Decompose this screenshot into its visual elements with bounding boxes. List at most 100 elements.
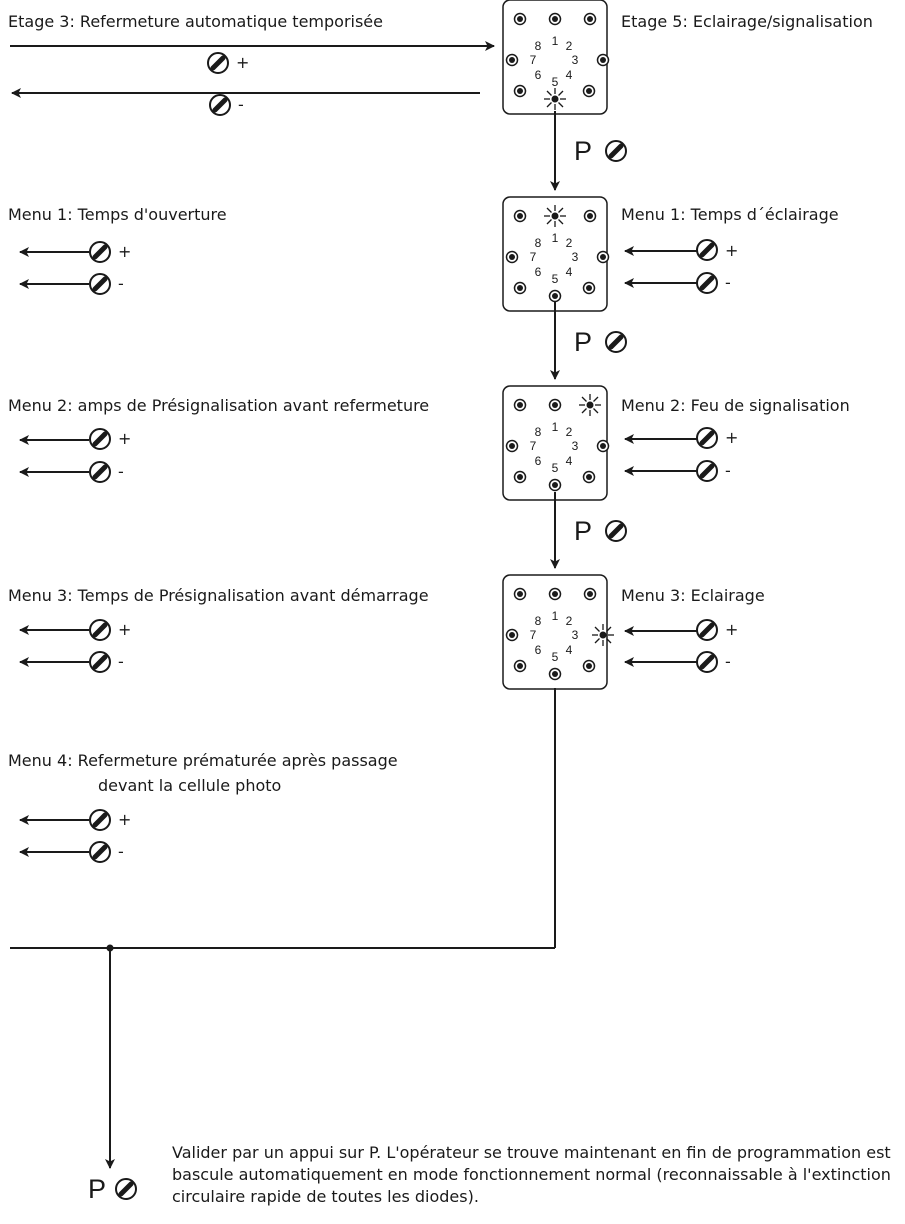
led-number: 8 <box>535 425 542 439</box>
left-menu2-title: Menu 2: amps de Présignalisation avant r… <box>8 396 430 415</box>
left-menu3-minus-button-icon[interactable] <box>90 652 110 672</box>
led-number: 4 <box>566 454 573 468</box>
led-number: 2 <box>566 236 573 250</box>
led-icon <box>513 587 527 601</box>
right-menu1-minus-sign: - <box>725 273 731 292</box>
final-p-key-label: P <box>88 1174 107 1204</box>
led-number: 6 <box>535 68 542 82</box>
led-number: 1 <box>552 34 559 48</box>
led-number: 2 <box>566 39 573 53</box>
led-number: 5 <box>552 650 559 664</box>
left-menu1-plus-button-icon[interactable] <box>90 242 110 262</box>
led-number: 3 <box>572 439 579 453</box>
right-menu2-title: Menu 2: Feu de signalisation <box>621 396 850 415</box>
stage3-minus-button-icon[interactable] <box>210 95 230 115</box>
led-number: 4 <box>566 68 573 82</box>
p-button-icon-2[interactable] <box>606 332 626 352</box>
led-number: 6 <box>535 643 542 657</box>
led-number: 3 <box>572 250 579 264</box>
left-menu3-title: Menu 3: Temps de Présignalisation avant … <box>8 586 429 605</box>
left-menu4-title-line2: devant la cellule photo <box>98 776 282 795</box>
left-menu4-minus-sign: - <box>118 842 124 861</box>
led-number: 8 <box>535 39 542 53</box>
left-menu3-plus-button-icon[interactable] <box>90 620 110 640</box>
led-icon <box>513 470 527 484</box>
left-menu3-plus-sign: + <box>118 620 132 639</box>
right-menu1-minus-button-icon[interactable] <box>697 273 717 293</box>
led-number: 2 <box>566 614 573 628</box>
left-menu1-minus-button-icon[interactable] <box>90 274 110 294</box>
led-active-icon <box>543 204 567 228</box>
left-menu3-minus-sign: - <box>118 652 124 671</box>
led-icon <box>548 587 562 601</box>
led-icon <box>583 587 597 601</box>
led-icon <box>582 84 596 98</box>
p-button-icon-3[interactable] <box>606 521 626 541</box>
final-instruction-text: Valider par un appui sur P. L'opérateur … <box>172 1143 891 1206</box>
right-menu3-plus-button-icon[interactable] <box>697 620 717 640</box>
stage3-minus-sign: - <box>238 95 244 114</box>
right-menu3-minus-sign: - <box>725 652 731 671</box>
left-menu1-plus-sign: + <box>118 242 132 261</box>
p-key-label-1: P <box>574 136 593 166</box>
led-number: 1 <box>552 609 559 623</box>
led-number: 7 <box>530 250 537 264</box>
led-icon <box>548 478 562 492</box>
left-menu2-minus-button-icon[interactable] <box>90 462 110 482</box>
led-active-icon <box>578 393 602 417</box>
right-menu3-plus-sign: + <box>725 620 739 639</box>
left-menu4-plus-button-icon[interactable] <box>90 810 110 830</box>
stage3-plus-button-icon[interactable] <box>208 53 228 73</box>
right-menu3-minus-button-icon[interactable] <box>697 652 717 672</box>
led-number: 8 <box>535 614 542 628</box>
led-icon <box>583 209 597 223</box>
led-number: 8 <box>535 236 542 250</box>
led-number: 5 <box>552 461 559 475</box>
led-icon <box>583 12 597 26</box>
led-icon <box>596 439 610 453</box>
led-icon <box>582 659 596 673</box>
led-number: 6 <box>535 265 542 279</box>
led-icon <box>548 667 562 681</box>
led-icon <box>513 281 527 295</box>
led-icon <box>505 53 519 67</box>
stage5-title: Etage 5: Eclairage/signalisation <box>621 12 873 31</box>
led-icon <box>596 250 610 264</box>
led-number: 4 <box>566 265 573 279</box>
led-number: 7 <box>530 439 537 453</box>
left-menu4-plus-sign: + <box>118 810 132 829</box>
right-menu2-plus-button-icon[interactable] <box>697 428 717 448</box>
right-menu3-title: Menu 3: Eclairage <box>621 586 765 605</box>
led-icon <box>505 250 519 264</box>
led-icon <box>513 84 527 98</box>
left-menu4-title: Menu 4: Refermeture prématurée après pas… <box>8 751 398 770</box>
right-menu1-plus-button-icon[interactable] <box>697 240 717 260</box>
led-number: 2 <box>566 425 573 439</box>
right-menu2-minus-sign: - <box>725 461 731 480</box>
led-icon <box>582 281 596 295</box>
led-number: 6 <box>535 454 542 468</box>
stage3-title: Etage 3: Refermeture automatique tempori… <box>8 12 383 31</box>
final-p-button-icon[interactable] <box>116 1179 136 1199</box>
right-menu1-title: Menu 1: Temps d´éclairage <box>621 205 839 224</box>
left-menu4-minus-button-icon[interactable] <box>90 842 110 862</box>
stage3-plus-sign: + <box>236 53 250 72</box>
led-icon <box>513 209 527 223</box>
left-menu1-title: Menu 1: Temps d'ouverture <box>8 205 227 224</box>
led-icon <box>596 53 610 67</box>
left-menu2-plus-button-icon[interactable] <box>90 429 110 449</box>
led-icon <box>548 289 562 303</box>
led-icon <box>513 659 527 673</box>
led-icon <box>548 398 562 412</box>
led-number: 5 <box>552 272 559 286</box>
led-number: 3 <box>572 53 579 67</box>
p-button-icon-1[interactable] <box>606 141 626 161</box>
right-menu2-minus-button-icon[interactable] <box>697 461 717 481</box>
right-menu2-plus-sign: + <box>725 428 739 447</box>
led-icon <box>513 12 527 26</box>
led-number: 7 <box>530 53 537 67</box>
led-number: 1 <box>552 420 559 434</box>
